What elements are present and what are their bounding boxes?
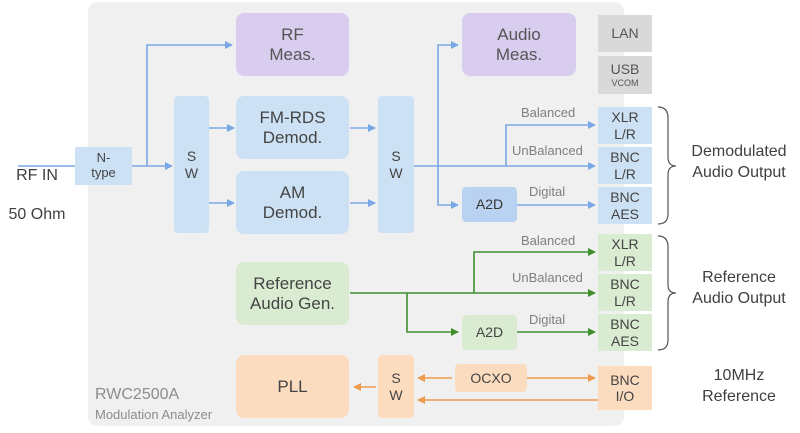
pll-block: PLL: [236, 355, 349, 418]
demod-digital-label: Digital: [529, 184, 566, 199]
n-type-connector: N- type: [75, 147, 132, 185]
reference-a2d-block: A2D: [462, 315, 517, 350]
output-braces: [657, 106, 677, 351]
ref-output-group-label: Reference Audio Output: [692, 269, 786, 307]
ref-bnc-aes-output: BNC AES: [598, 314, 652, 351]
10mhz-reference-label: 10MHz Reference: [702, 367, 776, 405]
demod-bnc-lr-output: BNC L/R: [598, 147, 652, 184]
rf-meas-block: RF Meas.: [236, 13, 349, 76]
rf-in-label: RF IN 50 Ohm: [2, 147, 72, 224]
ref-bnc-lr-output: BNC L/R: [598, 274, 652, 311]
usb-port: USB VCOM: [598, 56, 652, 94]
ref-unbalanced-label: UnBalanced: [512, 270, 583, 285]
ref-balanced-label: Balanced: [521, 233, 576, 248]
bnc-io-port: BNC I/O: [598, 366, 652, 410]
lan-port: LAN: [598, 15, 652, 52]
demod-bnc-aes-output: BNC AES: [598, 187, 652, 224]
rf-in-text: RF IN: [16, 167, 58, 185]
fm-rds-demod-block: FM-RDS Demod.: [236, 96, 349, 159]
instrument-name: Modulation Analyzer: [95, 407, 213, 422]
am-demod-block: AM Demod.: [236, 171, 349, 234]
clock-switch: S W: [378, 355, 414, 418]
reference-audio-gen-block: Reference Audio Gen.: [236, 262, 349, 325]
input-switch: S W: [174, 96, 209, 233]
ref-digital-label: Digital: [529, 312, 566, 327]
instrument-model: RWC2500A: [95, 386, 180, 403]
demod-xlr-output: XLR L/R: [598, 107, 652, 144]
clock-signal-path: [353, 374, 598, 404]
reference-signal-path: [350, 248, 596, 336]
demod-balanced-label: Balanced: [521, 105, 576, 120]
demod-a2d-block: A2D: [462, 187, 517, 222]
usb-label: USB: [610, 61, 640, 78]
rf-signal-path: [18, 41, 596, 209]
audio-meas-block: Audio Meas.: [462, 13, 576, 76]
demod-unbalanced-label: UnBalanced: [512, 143, 583, 158]
usb-vcom-label: VCOM: [611, 78, 639, 89]
demod-switch: S W: [378, 96, 414, 233]
ref-xlr-output: XLR L/R: [598, 234, 652, 271]
demod-output-group-label: Demodulated Audio Output: [691, 143, 787, 181]
ocxo-block: OCXO: [455, 364, 527, 392]
impedance-text: 50 Ohm: [8, 205, 66, 223]
